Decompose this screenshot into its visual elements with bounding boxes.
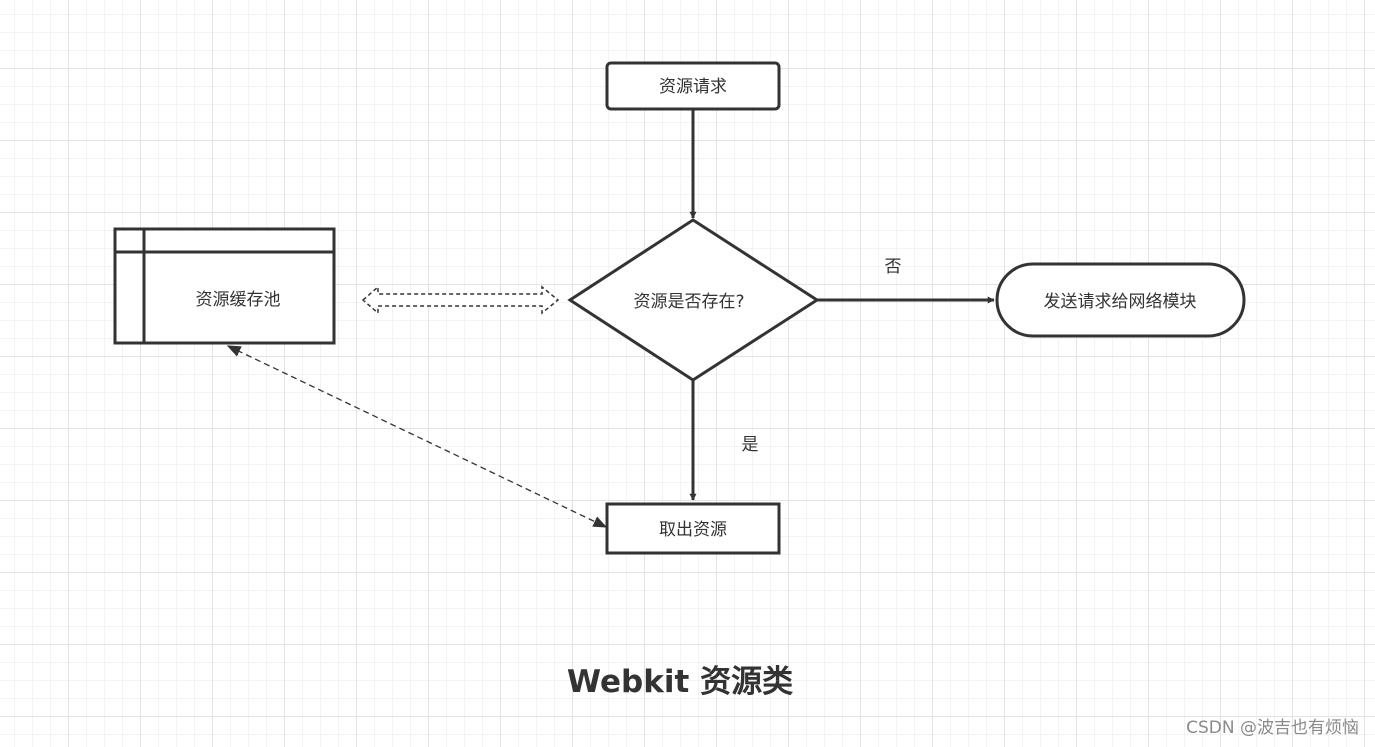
watermark: CSDN @波吉也有烦恼 xyxy=(1186,718,1359,738)
node-resource-cache-pool-label: 资源缓存池 xyxy=(196,290,281,310)
node-resource-cache-pool[interactable]: 资源缓存池 xyxy=(113,227,336,345)
diagram-title: Webkit 资源类 xyxy=(567,664,793,700)
edge-cache-decision-double-arrow xyxy=(361,285,560,315)
edge-label-no: 否 xyxy=(885,257,902,277)
node-send-to-network-label: 发送请求给网络模块 xyxy=(1044,292,1197,312)
node-resource-request-label: 资源请求 xyxy=(659,77,727,97)
edge-cache-fetch-dashed xyxy=(226,345,608,528)
node-send-to-network[interactable]: 发送请求给网络模块 xyxy=(995,262,1246,338)
edge-label-yes: 是 xyxy=(742,435,759,455)
node-fetch-resource[interactable]: 取出资源 xyxy=(605,502,781,555)
node-fetch-resource-label: 取出资源 xyxy=(659,520,727,540)
node-resource-exists-decision[interactable]: 资源是否存在? xyxy=(567,218,820,382)
node-resource-exists-label: 资源是否存在? xyxy=(633,292,744,312)
node-resource-request[interactable]: 资源请求 xyxy=(605,61,781,111)
